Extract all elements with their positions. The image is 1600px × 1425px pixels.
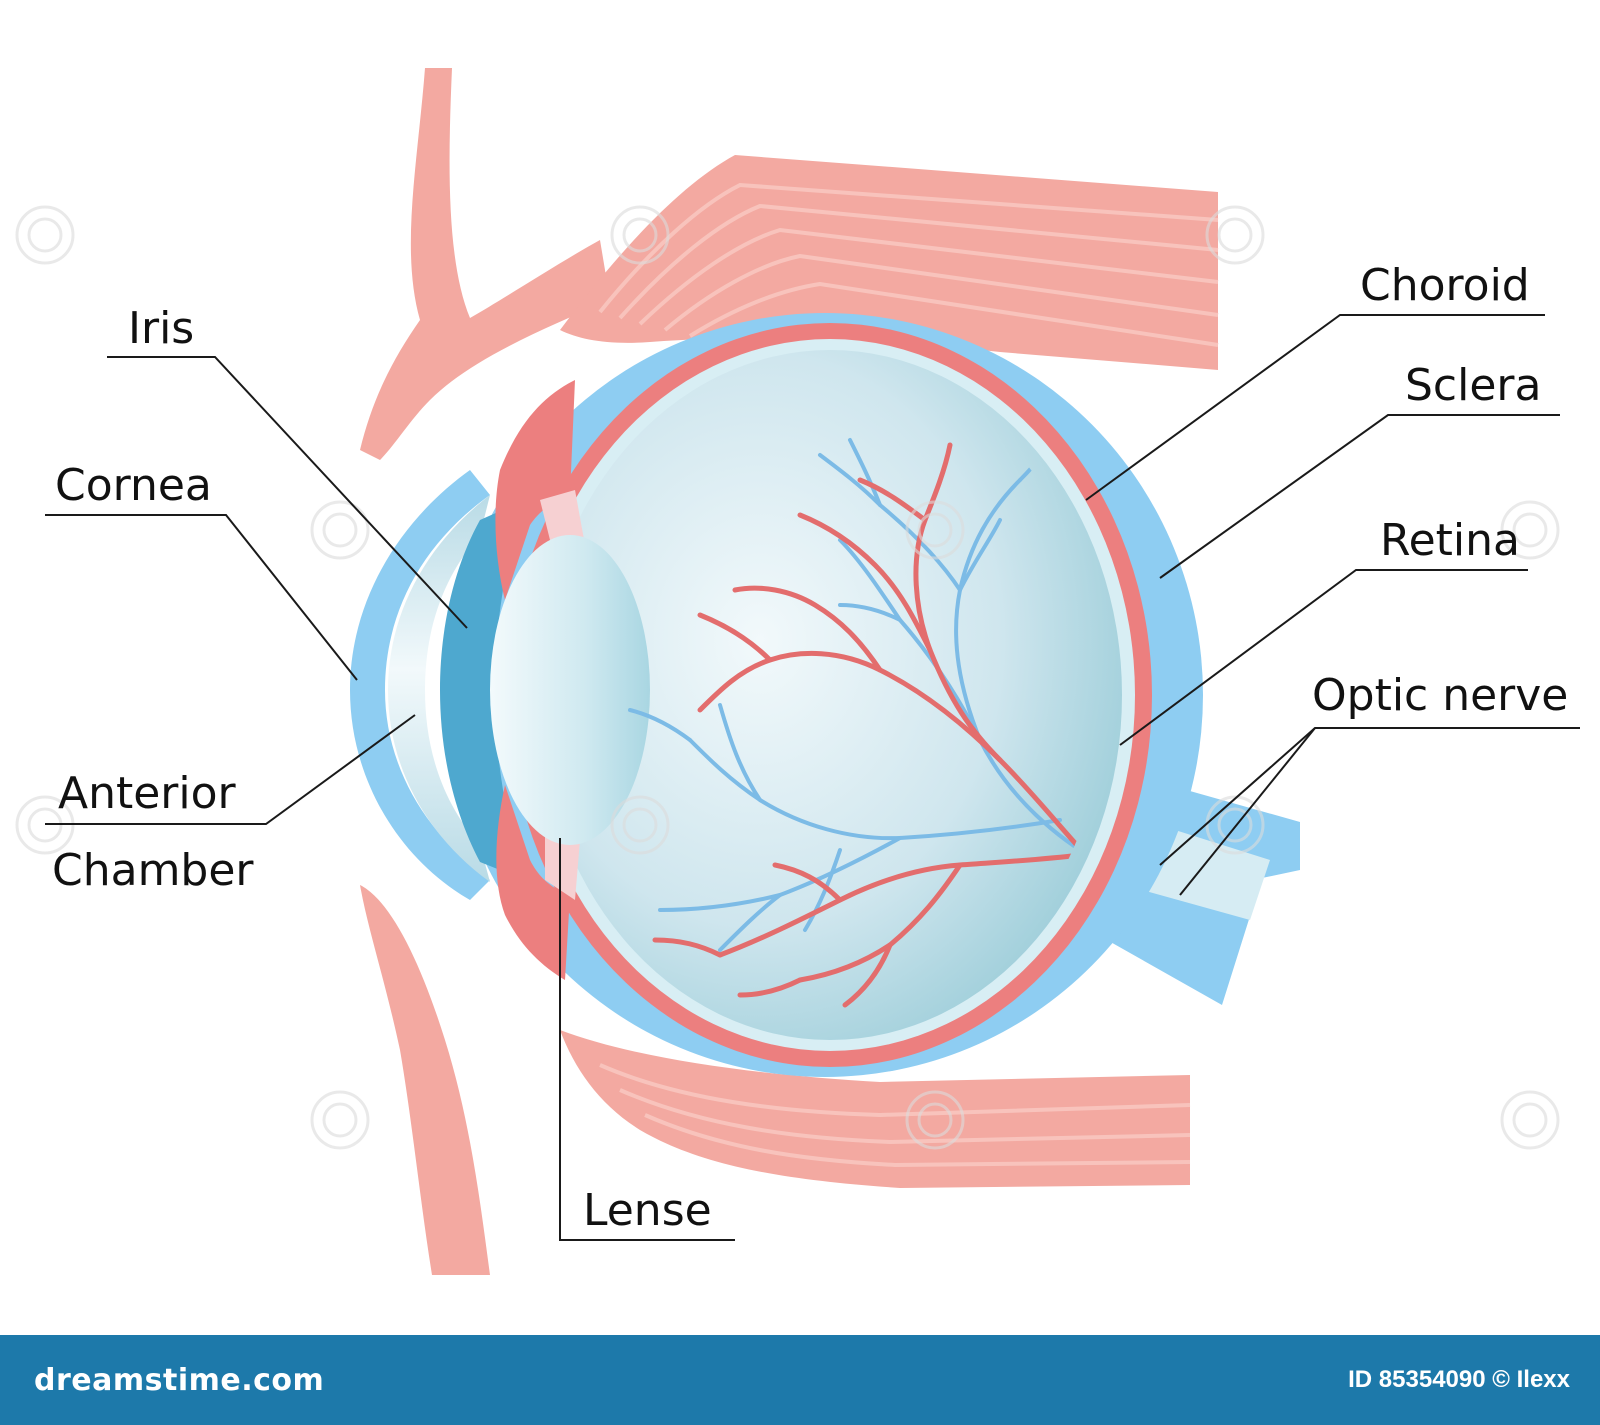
anterior-chamber-leader <box>45 714 416 825</box>
anterior-chamber-shape <box>388 495 490 882</box>
retina-leader <box>1119 569 1528 746</box>
lower-eyelid <box>360 885 490 1275</box>
cornea-leader <box>45 514 358 681</box>
superior-rectus-muscle <box>560 155 1219 370</box>
label-chamber: Chamber <box>52 845 254 896</box>
ciliary-body-upper <box>495 380 575 600</box>
label-lense: Lense <box>583 1185 712 1236</box>
lense-leader <box>559 838 735 1241</box>
choroid-leader <box>1085 314 1545 501</box>
label-optic-nerve: Optic nerve <box>1312 670 1568 721</box>
ciliary-body-lower <box>496 785 570 980</box>
label-anterior: Anterior <box>58 768 237 819</box>
leader-lines <box>45 314 1580 1241</box>
label-retina: Retina <box>1380 515 1520 566</box>
optic-nerve-leader-b <box>1179 727 1316 896</box>
label-sclera: Sclera <box>1405 360 1541 411</box>
footer-site-name: dreamstime.com <box>34 1362 325 1398</box>
iris-leader <box>107 356 468 629</box>
cornea-shape <box>350 470 490 900</box>
label-cornea: Cornea <box>55 460 212 511</box>
label-choroid: Choroid <box>1360 260 1530 311</box>
footer-credit: ID 85354090 © Ilexx <box>1348 1366 1570 1393</box>
watermark-footer-bar: dreamstime.com ID 85354090 © Ilexx <box>0 1335 1600 1425</box>
upper-eyelid <box>360 68 610 460</box>
eye-anatomy-diagram: Iris Cornea Anterior Chamber Choroid Scl… <box>15 68 1580 1275</box>
vitreous-body <box>538 350 1122 1040</box>
sclera-leader <box>1159 414 1560 579</box>
retinal-vessels <box>628 428 1103 1008</box>
inferior-rectus-muscle <box>560 1030 1191 1188</box>
lens-shape <box>490 535 650 845</box>
label-iris: Iris <box>128 303 194 354</box>
zonule-lower <box>545 830 580 900</box>
iris-shape <box>440 500 525 880</box>
